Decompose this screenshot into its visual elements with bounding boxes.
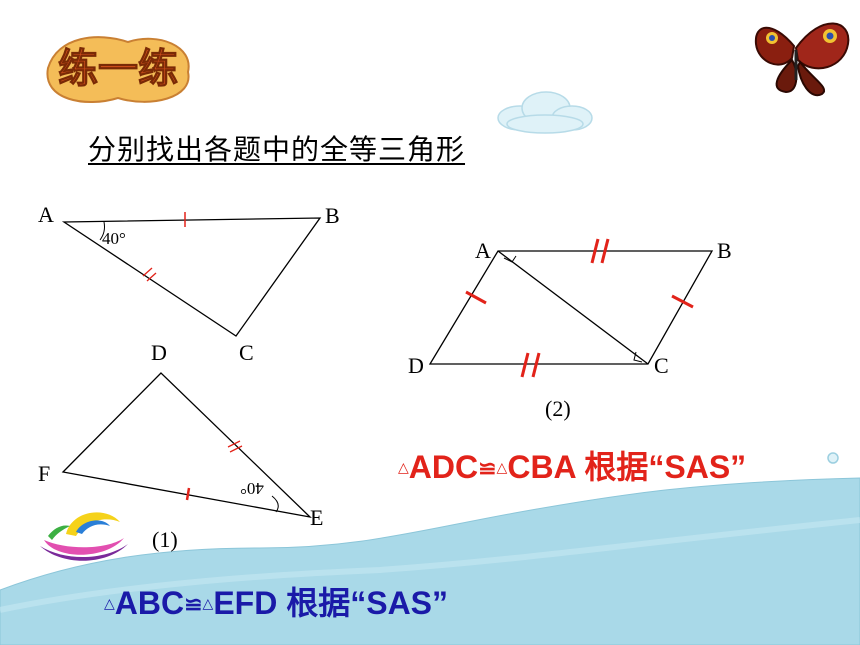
point-label-b1: B bbox=[325, 203, 340, 228]
parallelogram-abcd bbox=[428, 250, 714, 365]
angle-arc-a bbox=[99, 221, 105, 241]
swirl-logo-icon bbox=[40, 512, 128, 561]
point-label-d: D bbox=[151, 340, 167, 365]
tick-ad bbox=[465, 290, 487, 305]
tick-ac-1 bbox=[142, 267, 153, 277]
figure-1-caption: (1) bbox=[152, 527, 178, 552]
triangle-symbol: △ bbox=[202, 595, 214, 611]
right-angle-a bbox=[503, 255, 517, 263]
tick-dc-1 bbox=[520, 352, 530, 378]
triangle-symbol: △ bbox=[496, 459, 508, 475]
right-angle-c bbox=[633, 351, 643, 363]
point-label-e: E bbox=[310, 505, 324, 530]
answer-basis: 根据“SAS” bbox=[286, 585, 449, 621]
title-banner: 练一练 bbox=[46, 36, 190, 104]
figure-2-caption: (2) bbox=[545, 396, 571, 421]
congruent-symbol: ≌ bbox=[184, 592, 203, 617]
angle-arc-e bbox=[271, 495, 279, 513]
tick-de-2 bbox=[229, 445, 243, 453]
instruction-text: 分别找出各题中的全等三角形 bbox=[88, 133, 466, 166]
answer-basis: 根据“SAS” bbox=[584, 449, 747, 485]
angle-label-a: 40° bbox=[102, 229, 126, 248]
point-label-a2: A bbox=[475, 238, 491, 263]
answer-tri1: ADC bbox=[408, 449, 479, 485]
tick-ac-2 bbox=[146, 272, 157, 282]
point-label-a1: A bbox=[38, 202, 54, 227]
butterfly-icon bbox=[754, 22, 850, 97]
tick-de-1 bbox=[227, 440, 241, 448]
point-label-f: F bbox=[38, 461, 51, 486]
point-label-c1: C bbox=[239, 340, 254, 365]
angle-label-e: 40° bbox=[240, 479, 264, 498]
tick-ab-2 bbox=[600, 238, 610, 264]
tick-ab-1 bbox=[590, 238, 600, 264]
bottom-wave bbox=[0, 477, 860, 645]
triangle-symbol: △ bbox=[398, 459, 409, 475]
tick-fe bbox=[185, 487, 191, 501]
congruent-symbol: ≌ bbox=[478, 456, 497, 481]
answer-tri2: EFD bbox=[213, 585, 278, 621]
answer-figure-1: △ABC≌△EFD 根据“SAS” bbox=[104, 578, 448, 624]
cloud-icon bbox=[497, 91, 593, 134]
answer-tri1: ABC bbox=[114, 585, 185, 621]
triangle-dfe bbox=[61, 372, 312, 519]
answer-figure-2: △ADC≌△CBA 根据“SAS” bbox=[398, 442, 746, 488]
tick-dc-2 bbox=[531, 352, 541, 378]
point-label-c2: C bbox=[654, 353, 669, 378]
answer-tri2: CBA bbox=[507, 449, 576, 485]
point-label-d2: D bbox=[408, 353, 424, 378]
banner-text: 练一练 bbox=[58, 46, 178, 92]
point-label-b2: B bbox=[717, 238, 732, 263]
tick-bc bbox=[671, 294, 694, 309]
diagonal-ac bbox=[497, 250, 649, 365]
triangle-symbol: △ bbox=[104, 595, 115, 611]
